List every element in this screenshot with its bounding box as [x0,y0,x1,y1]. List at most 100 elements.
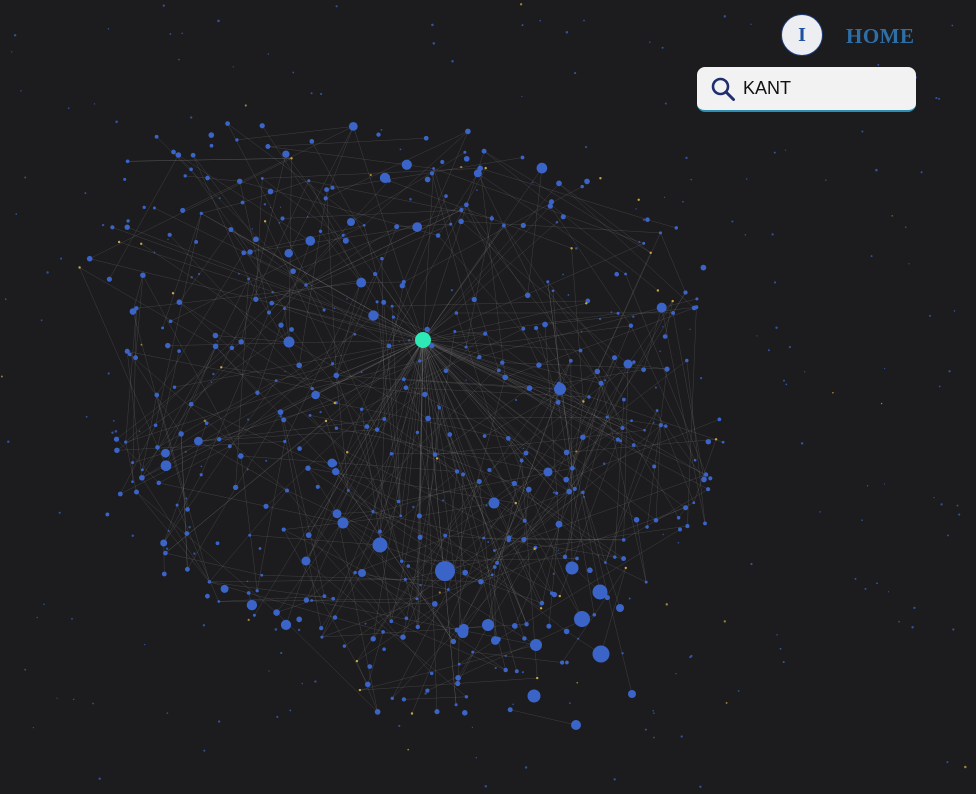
graph-node[interactable] [319,625,324,631]
graph-node[interactable] [521,326,526,331]
graph-node[interactable] [305,532,312,538]
graph-node[interactable] [184,566,190,572]
graph-node[interactable] [502,223,506,228]
graph-node[interactable] [374,427,380,432]
graph-node[interactable] [423,135,429,141]
graph-node[interactable] [280,216,285,221]
graph-node[interactable] [163,550,168,556]
graph-node[interactable] [322,308,326,312]
graph-node[interactable] [615,437,621,442]
graph-node[interactable] [330,185,335,190]
graph-node[interactable] [367,664,373,670]
graph-node[interactable] [347,218,355,226]
graph-node[interactable] [592,584,608,600]
graph-node[interactable] [551,591,558,598]
graph-node[interactable] [458,218,464,225]
graph-node[interactable] [290,268,296,275]
graph-node[interactable] [165,342,171,349]
graph-node[interactable] [376,132,381,137]
graph-node[interactable] [570,247,573,250]
graph-node[interactable] [714,438,718,441]
graph-node[interactable] [155,445,160,450]
graph-node[interactable] [315,484,320,489]
graph-node[interactable] [212,343,219,350]
graph-node[interactable] [153,423,158,428]
graph-node[interactable] [457,627,469,639]
graph-node[interactable] [248,533,252,537]
graph-node[interactable] [184,531,190,536]
graph-node[interactable] [139,474,145,481]
graph-node[interactable] [539,607,543,610]
graph-node[interactable] [556,180,562,187]
graph-node[interactable] [649,251,652,254]
graph-node[interactable] [424,176,431,183]
graph-node[interactable] [106,276,112,282]
search-input[interactable] [743,78,903,99]
graph-node[interactable] [533,547,536,550]
graph-node[interactable] [353,570,357,575]
search-box[interactable] [697,67,916,112]
graph-node[interactable] [580,434,586,440]
graph-node[interactable] [124,348,130,354]
graph-node[interactable] [463,150,467,154]
graph-node[interactable] [212,332,219,339]
graph-node[interactable] [568,358,573,363]
graph-node[interactable] [578,348,583,353]
graph-node[interactable] [263,503,269,509]
graph-node[interactable] [171,292,175,295]
graph-node[interactable] [477,165,484,172]
graph-node[interactable] [175,503,179,507]
graph-node[interactable] [86,255,93,262]
graph-node[interactable] [542,321,548,328]
graph-node[interactable] [124,440,128,444]
graph-node[interactable] [585,302,588,305]
graph-node[interactable] [563,449,570,456]
graph-node[interactable] [582,400,585,403]
graph-node[interactable] [571,720,581,730]
graph-node[interactable] [530,639,542,651]
graph-node[interactable] [575,556,579,561]
graph-node[interactable] [217,600,221,603]
graph-node[interactable] [333,372,340,379]
graph-node[interactable] [386,178,391,183]
graph-node[interactable] [558,594,561,598]
graph-node[interactable] [185,507,190,512]
graph-node[interactable] [450,638,457,645]
graph-node[interactable] [547,203,553,209]
graph-node[interactable] [415,430,420,435]
graph-node[interactable] [685,358,689,363]
graph-node[interactable] [658,231,663,235]
graph-node[interactable] [180,207,186,213]
graph-node[interactable] [360,407,364,411]
graph-node[interactable] [461,472,466,477]
graph-node[interactable] [220,366,223,369]
graph-node[interactable] [581,490,585,495]
graph-node[interactable] [489,216,494,221]
graph-node[interactable] [416,513,422,519]
graph-node[interactable] [401,159,412,170]
graph-node[interactable] [462,569,469,576]
graph-node[interactable] [183,174,187,178]
graph-node[interactable] [332,509,342,519]
graph-node[interactable] [410,712,414,715]
graph-node[interactable] [453,330,457,333]
graph-node[interactable] [587,395,591,399]
graph-node[interactable] [267,188,274,195]
graph-node[interactable] [462,710,468,716]
graph-node[interactable] [331,362,335,366]
graph-node[interactable] [656,289,660,292]
graph-node[interactable] [507,707,513,713]
graph-node[interactable] [134,306,139,311]
graph-node[interactable] [394,224,400,230]
graph-node[interactable] [283,307,286,310]
graph-node[interactable] [140,272,146,278]
graph-node[interactable] [658,423,663,428]
graph-node[interactable] [220,584,229,593]
graph-node[interactable] [492,565,497,569]
graph-node[interactable] [464,345,468,349]
graph-node[interactable] [308,413,312,417]
graph-node[interactable] [236,178,243,185]
graph-node[interactable] [396,499,401,504]
graph-node[interactable] [656,302,667,313]
graph-node[interactable] [342,237,349,244]
